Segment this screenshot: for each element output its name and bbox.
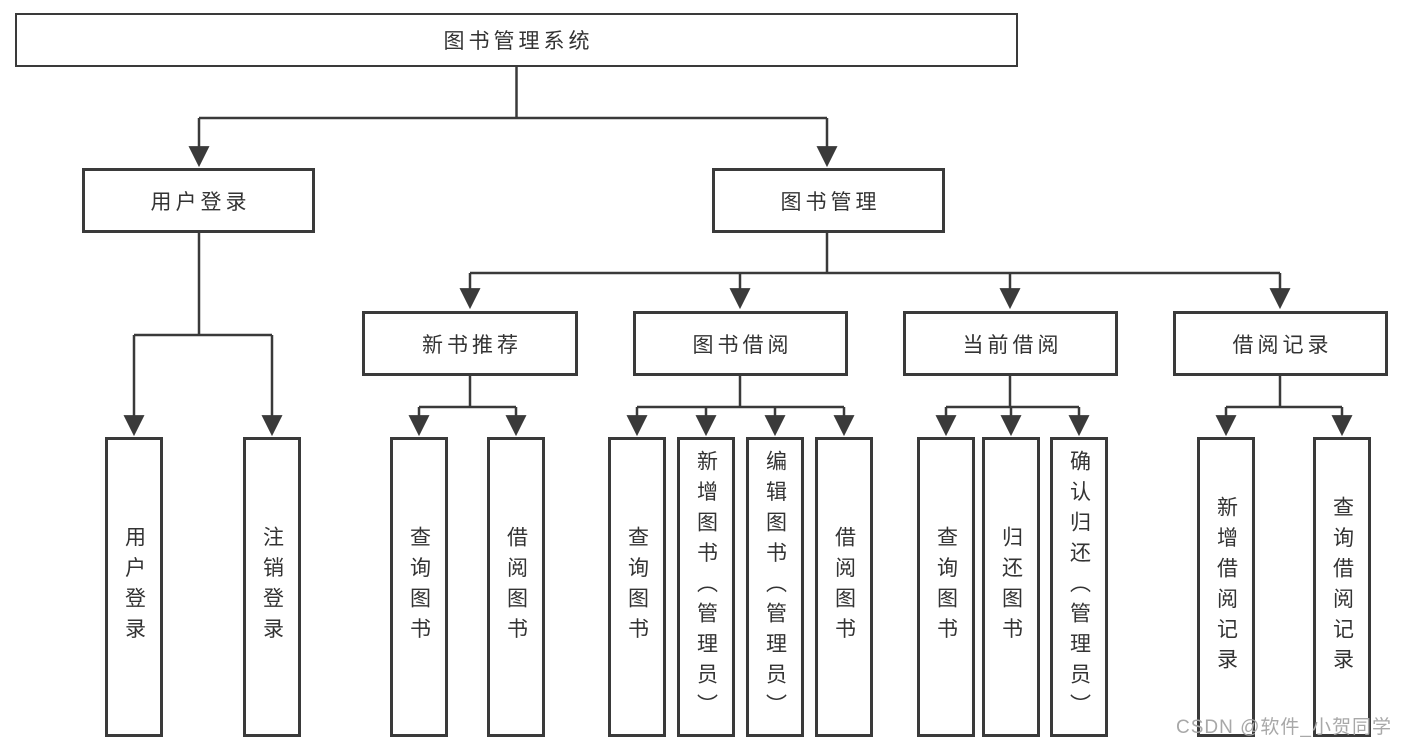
node-current-borrow-label: 当前借阅 (962, 333, 1063, 357)
leaf-bb-query-book: 查询图书 (608, 437, 666, 737)
node-library-system: 图书管理系统 (15, 13, 1018, 67)
leaf-br-add-record: 新增借阅记录 (1197, 437, 1255, 737)
leaf-br-query-record: 查询借阅记录 (1313, 437, 1371, 737)
node-user-login: 用户登录 (82, 168, 315, 233)
watermark-text: CSDN @软件_小贺同学 (1176, 717, 1392, 738)
leaf-bb-edit-book-admin-label: 编辑图书（管理员） (763, 449, 787, 725)
node-borrow-records: 借阅记录 (1173, 311, 1388, 376)
node-book-management: 图书管理 (712, 168, 945, 233)
node-new-book-recommend: 新书推荐 (362, 311, 578, 376)
leaf-nbr-borrow-book: 借阅图书 (487, 437, 545, 737)
node-book-borrow-label: 图书借阅 (692, 333, 793, 357)
leaf-cb-query-book-label: 查询图书 (934, 526, 958, 648)
leaf-cb-query-book: 查询图书 (917, 437, 975, 737)
leaf-bb-edit-book-admin: 编辑图书（管理员） (746, 437, 804, 737)
leaf-br-add-record-label: 新增借阅记录 (1214, 495, 1238, 679)
leaf-user-login: 用户登录 (105, 437, 163, 737)
leaf-nbr-borrow-book-label: 借阅图书 (504, 526, 528, 648)
leaf-bb-query-book-label: 查询图书 (625, 526, 649, 648)
leaf-cb-confirm-return-admin: 确认归还（管理员） (1050, 437, 1108, 737)
node-current-borrow: 当前借阅 (903, 311, 1118, 376)
leaf-bb-add-book-admin-label: 新增图书（管理员） (694, 449, 718, 725)
node-book-management-label: 图书管理 (780, 190, 881, 214)
node-borrow-records-label: 借阅记录 (1232, 333, 1333, 357)
leaf-br-query-record-label: 查询借阅记录 (1330, 495, 1354, 679)
leaf-cb-return-book-label: 归还图书 (999, 526, 1023, 648)
node-new-book-recommend-label: 新书推荐 (422, 333, 522, 357)
leaf-user-login-label: 用户登录 (122, 526, 146, 648)
leaf-logout: 注销登录 (243, 437, 301, 737)
leaf-cb-return-book: 归还图书 (982, 437, 1040, 737)
leaf-cb-confirm-return-admin-label: 确认归还（管理员） (1067, 449, 1091, 725)
leaf-bb-borrow-book: 借阅图书 (815, 437, 873, 737)
node-library-system-label: 图书管理系统 (443, 30, 594, 53)
node-user-login-label: 用户登录 (150, 190, 251, 214)
node-book-borrow: 图书借阅 (633, 311, 848, 376)
leaf-nbr-query-book-label: 查询图书 (407, 526, 431, 648)
leaf-bb-borrow-book-label: 借阅图书 (832, 526, 856, 648)
leaf-bb-add-book-admin: 新增图书（管理员） (677, 437, 735, 737)
leaf-nbr-query-book: 查询图书 (390, 437, 448, 737)
leaf-logout-label: 注销登录 (260, 526, 284, 648)
